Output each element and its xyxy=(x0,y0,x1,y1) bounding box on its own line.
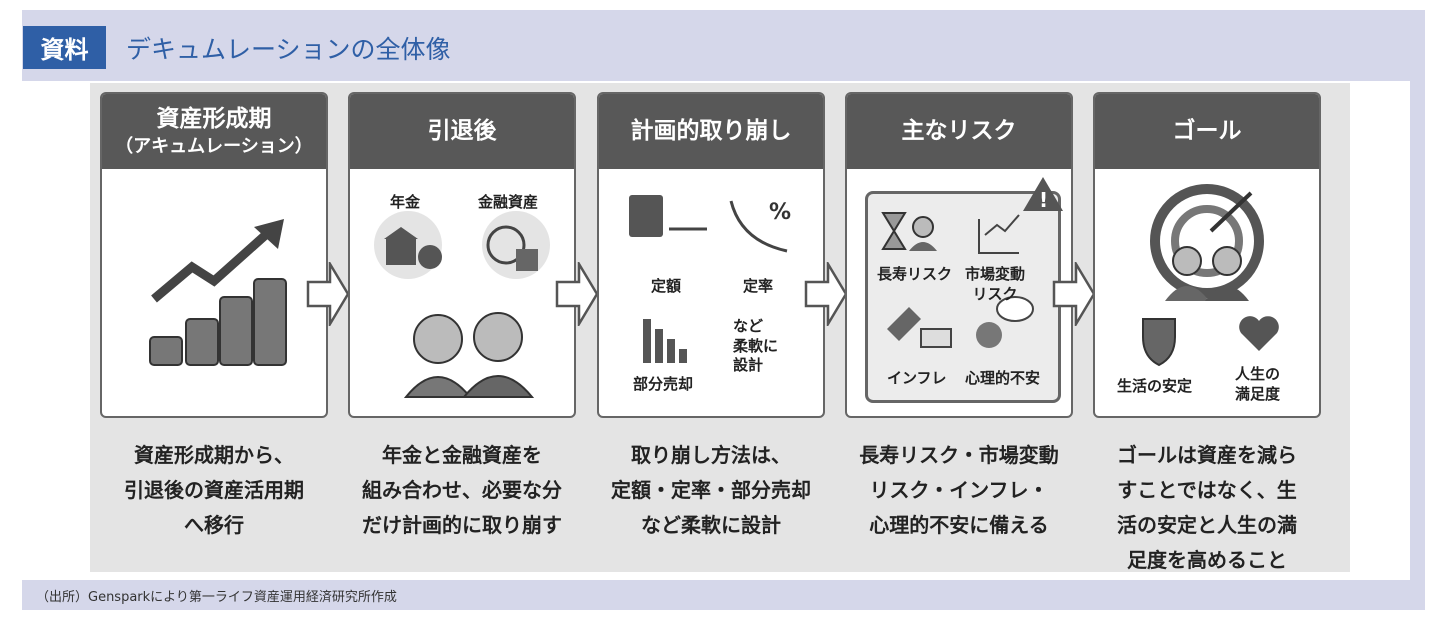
pension-assets-couple-icon xyxy=(374,211,550,398)
arrow-right-icon xyxy=(804,262,848,326)
caption-retirement: 年金と金融資産を組み合わせ、必要な分だけ計画的に取り崩す xyxy=(362,443,562,537)
label-longevity-risk: 長寿リスク xyxy=(877,265,953,283)
card-title: 主なリスク xyxy=(901,117,1017,144)
label-psychological-anxiety: 心理的不安 xyxy=(965,369,1041,387)
card-main-risks: 主なリスク ! 長寿リスク 市場変動 リスク インフレ 心理的不安 xyxy=(845,92,1073,418)
label-pension: 年金 xyxy=(390,193,421,211)
svg-text:%: % xyxy=(769,200,791,225)
label-life-stability: 生活の安定 xyxy=(1117,377,1193,395)
risk-icons: ! xyxy=(881,177,1063,348)
card-title: 資産形成期 xyxy=(156,105,272,132)
growth-coins-icon xyxy=(149,219,287,366)
card-title: 計画的取り崩し xyxy=(630,117,792,144)
label-fixed-amount: 定額 xyxy=(651,277,682,295)
target-couple-shield-heart-icons xyxy=(1142,184,1279,367)
card-retirement: 引退後 年金 金融資産 xyxy=(348,92,576,418)
arrow-right-icon xyxy=(306,262,350,326)
caption-goal: ゴールは資産を減らすことではなく、生活の安定と人生の満足度を高めること xyxy=(1117,443,1297,572)
card-planned-withdrawal: 計画的取り崩し % 定額 定率 部分売却 など 柔軟に 設計 xyxy=(597,92,825,418)
page-title: デキュムレーションの全体像 xyxy=(126,35,451,64)
caption-accumulation: 資産形成期から、引退後の資産活用期へ移行 xyxy=(124,443,304,537)
label-life-satisfaction: 人生の 満足度 xyxy=(1235,365,1281,403)
card-accumulation: 資産形成期 （アキュムレーション） xyxy=(100,92,328,418)
label-market-risk: 市場変動 リスク xyxy=(965,265,1026,303)
withdrawal-methods-icons: % xyxy=(629,195,791,363)
card-title: ゴール xyxy=(1172,117,1242,144)
label-flexible: など 柔軟に 設計 xyxy=(733,317,779,374)
section-tag: 資料 xyxy=(23,26,106,69)
arrow-right-icon xyxy=(1052,262,1096,326)
card-title: 引退後 xyxy=(427,117,497,144)
label-inflation: インフレ xyxy=(887,369,947,387)
source-note: （出所）Gensparkにより第一ライフ資産運用経済研究所作成 xyxy=(36,590,397,605)
arrow-right-icon xyxy=(555,262,599,326)
label-fixed-rate: 定率 xyxy=(743,277,774,295)
label-financial-assets: 金融資産 xyxy=(478,193,539,211)
card-subtitle: （アキュムレーション） xyxy=(115,135,313,157)
label-partial-sale: 部分売却 xyxy=(633,375,694,393)
caption-withdrawal: 取り崩し方法は、定額・定率・部分売却など柔軟に設計 xyxy=(611,443,811,537)
caption-risks: 長寿リスク・市場変動リスク・インフレ・心理的不安に備える xyxy=(859,443,1059,537)
svg-text:!: ! xyxy=(1039,188,1048,212)
card-goal: ゴール 生活の安定 人生の 満足度 xyxy=(1093,92,1321,418)
